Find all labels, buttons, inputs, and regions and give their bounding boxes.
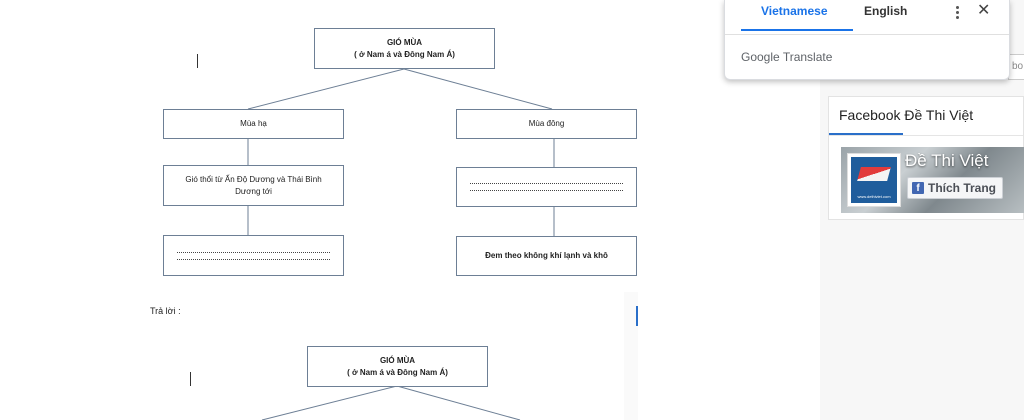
tab-divider [725,34,1009,35]
text-cursor [197,54,198,68]
sidebar-search-input[interactable]: bo [1008,54,1024,80]
left-detail-text: Gió thổi từ Ấn Độ Dương và Thái Bình Dươ… [185,174,322,196]
connector-root2-left [261,385,398,420]
right-detail-text: Đem theo không khí lạnh và khô [485,251,608,260]
connector-root-right [403,68,553,110]
like-page-button[interactable]: f Thích Trang [907,177,1003,199]
widget-divider [829,135,1023,136]
more-vert-icon[interactable] [949,2,965,22]
page-logo[interactable]: www.dethiviet.com [847,153,901,207]
google-translate-popup: Vietnamese English ✕ Google Translate [724,0,1010,80]
connector-root-left [247,68,405,110]
connector-root2-right [396,385,521,420]
like-page-label: Thích Trang [928,181,997,195]
root-subtitle: ( ở Nam á và Đông Nam Á) [354,49,455,59]
left-branch-label: Mùa hạ [240,119,267,128]
root2-subtitle: ( ở Nam á và Đông Nam Á) [347,367,448,377]
widget-title: Facebook Đề Thi Việt [839,107,974,123]
dotted-line [469,190,624,191]
logo-site-text: www.dethiviet.com [857,194,891,199]
left-blank-node [163,235,344,276]
root-node-2: GIÓ MÙA ( ở Nam á và Đông Nam Á) [307,346,488,387]
right-branch-node: Mùa đông [456,109,637,139]
facebook-icon: f [912,182,924,194]
facebook-page-name[interactable]: Đề Thi Việt [905,151,989,170]
active-tab-indicator [741,29,853,31]
left-branch-node: Mùa hạ [163,109,344,139]
tab-vietnamese[interactable]: Vietnamese [761,4,828,18]
google-translate-brand: Google Translate [741,50,833,64]
root-node: GIÓ MÙA ( ở Nam á và Đông Nam Á) [314,28,495,69]
root2-title: GIÓ MÙA [379,355,416,365]
close-icon[interactable]: ✕ [977,2,991,19]
dotted-line [176,251,331,253]
answer-label: Trả lời : [150,306,181,316]
dotted-line [469,183,624,184]
right-blank-node [456,167,637,207]
document-area: GIÓ MÙA ( ở Nam á và Đông Nam Á) Mùa hạ … [150,28,638,420]
diagram-connectors [247,68,555,420]
facebook-widget: Facebook Đề Thi Việt www.dethiviet.com Đ… [828,96,1024,220]
root-title: GIÓ MÙA [386,37,423,47]
logo-wing-icon [857,167,891,181]
text-cursor-2 [190,372,191,386]
dotted-line [176,258,331,260]
left-detail-node: Gió thổi từ Ấn Độ Dương và Thái Bình Dươ… [163,165,344,206]
tab-english[interactable]: English [864,4,908,18]
facebook-page-cover[interactable]: www.dethiviet.com Đề Thi Việt f Thích Tr… [841,147,1024,213]
scroll-strip [624,292,638,420]
right-branch-label: Mùa đông [528,119,565,128]
widget-title-underline [829,133,903,136]
right-detail-node: Đem theo không khí lạnh và khô [456,236,637,276]
scroll-marker[interactable] [636,306,638,326]
